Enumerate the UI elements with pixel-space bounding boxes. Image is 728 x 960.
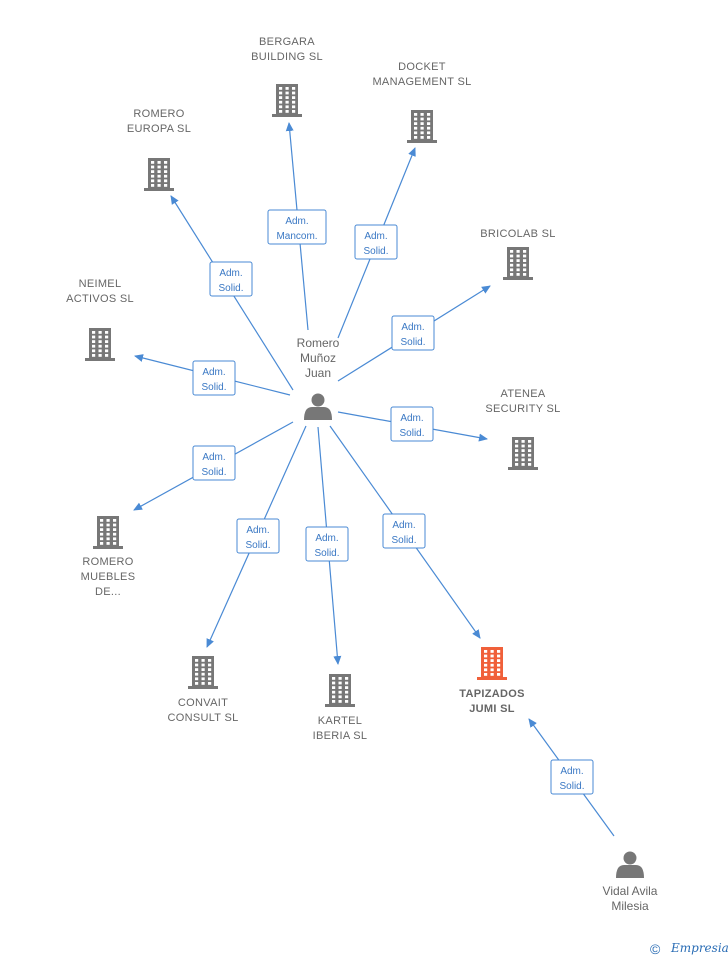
- role-text: Adm.: [364, 231, 387, 242]
- building-icon[interactable]: [85, 328, 115, 361]
- footer-brand: © Empresia: [650, 941, 728, 957]
- label-line: NEIMEL: [79, 278, 122, 290]
- role-badge-box: [192, 445, 236, 481]
- role-badge-box: [391, 315, 435, 351]
- role-text: Adm.: [401, 322, 424, 333]
- role-text: Adm.: [202, 367, 225, 378]
- company-label-docket: DOCKET MANAGEMENT SL: [372, 61, 471, 88]
- role-badge[interactable]: Adm. Solid.: [192, 360, 236, 396]
- label-line: ACTIVOS SL: [66, 293, 134, 305]
- label-line: DOCKET: [398, 61, 446, 73]
- building-icon[interactable]: [407, 110, 437, 143]
- person-icon[interactable]: [616, 851, 644, 879]
- company-label-tapizados: TAPIZADOS JUMI SL: [459, 688, 524, 715]
- role-badge-box: [209, 261, 253, 297]
- label-line: SECURITY SL: [485, 403, 560, 415]
- role-badge-box: [236, 518, 280, 554]
- label-line: DE...: [95, 586, 121, 598]
- company-label-bergara: BERGARA BUILDING SL: [251, 36, 323, 63]
- role-text: Mancom.: [276, 231, 317, 242]
- role-text: Solid.: [218, 283, 243, 294]
- role-badge[interactable]: Adm. Solid.: [209, 261, 253, 297]
- role-text: Adm.: [400, 413, 423, 424]
- role-text: Adm.: [246, 525, 269, 536]
- role-badge-box: [305, 526, 349, 562]
- label-line: ROMERO: [133, 108, 184, 120]
- company-label-romero-europa: ROMERO EUROPA SL: [127, 108, 191, 135]
- role-text: Solid.: [400, 337, 425, 348]
- role-text: Adm.: [285, 216, 308, 227]
- building-icon[interactable]: [188, 656, 218, 689]
- building-icon[interactable]: [477, 647, 507, 680]
- role-text: Solid.: [245, 540, 270, 551]
- label-line: CONSULT SL: [167, 712, 238, 724]
- role-badge[interactable]: Adm. Solid.: [550, 759, 594, 795]
- role-text: Adm.: [315, 533, 338, 544]
- building-icon[interactable]: [508, 437, 538, 470]
- role-badge-box: [354, 224, 398, 260]
- role-badge[interactable]: Adm. Solid.: [391, 315, 435, 351]
- label-line: EUROPA SL: [127, 123, 191, 135]
- role-text: Adm.: [219, 268, 242, 279]
- role-text: Adm.: [202, 452, 225, 463]
- building-icon[interactable]: [325, 674, 355, 707]
- copyright-symbol: ©: [650, 941, 661, 957]
- label-line: Milesia: [611, 899, 649, 913]
- role-text: Solid.: [559, 781, 584, 792]
- role-badge[interactable]: Adm. Solid.: [236, 518, 280, 554]
- label-line: Juan: [305, 366, 331, 380]
- label-line: ROMERO: [82, 556, 133, 568]
- label-line: JUMI SL: [469, 703, 515, 715]
- role-badge-box: [390, 406, 434, 442]
- building-icon[interactable]: [272, 84, 302, 117]
- label-line: BRICOLAB SL: [480, 228, 555, 240]
- role-badge[interactable]: Adm. Mancom.: [267, 209, 327, 245]
- company-label-neimel: NEIMEL ACTIVOS SL: [66, 278, 134, 305]
- company-label-bricolab: BRICOLAB SL: [480, 228, 555, 240]
- label-line: ATENEA: [501, 388, 546, 400]
- role-badge-box: [192, 360, 236, 396]
- label-line: MUEBLES: [81, 571, 136, 583]
- role-badge[interactable]: Adm. Solid.: [192, 445, 236, 481]
- building-icon[interactable]: [144, 158, 174, 191]
- building-icon[interactable]: [93, 516, 123, 549]
- label-line: KARTEL: [318, 715, 362, 727]
- role-text: Adm.: [392, 520, 415, 531]
- role-text: Adm.: [560, 766, 583, 777]
- label-line: TAPIZADOS: [459, 688, 524, 700]
- company-label-atenea: ATENEA SECURITY SL: [485, 388, 560, 415]
- role-badge-box: [382, 513, 426, 549]
- role-badge-box: [267, 209, 327, 245]
- role-badge[interactable]: Adm. Solid.: [354, 224, 398, 260]
- label-line: CONVAIT: [178, 697, 228, 709]
- label-line: IBERIA SL: [313, 730, 368, 742]
- company-label-kartel: KARTEL IBERIA SL: [313, 715, 368, 742]
- role-text: Solid.: [314, 548, 339, 559]
- company-label-convait: CONVAIT CONSULT SL: [167, 697, 238, 724]
- label-line: Vidal Avila: [603, 884, 658, 898]
- label-line: BERGARA: [259, 36, 315, 48]
- company-label-romero-muebles: ROMERO MUEBLES DE...: [81, 556, 136, 598]
- role-badge[interactable]: Adm. Solid.: [390, 406, 434, 442]
- building-icon[interactable]: [503, 247, 533, 280]
- role-text: Solid.: [201, 382, 226, 393]
- label-line: MANAGEMENT SL: [372, 76, 471, 88]
- role-badge-box: [550, 759, 594, 795]
- brand-logo: Empresia: [670, 941, 728, 955]
- role-text: Solid.: [201, 467, 226, 478]
- label-line: Muñoz: [300, 351, 336, 365]
- role-badge[interactable]: Adm. Solid.: [382, 513, 426, 549]
- role-text: Solid.: [399, 428, 424, 439]
- role-text: Solid.: [391, 535, 416, 546]
- label-line: Romero: [297, 336, 340, 350]
- role-text: Solid.: [363, 246, 388, 257]
- label-line: BUILDING SL: [251, 51, 323, 63]
- person-icon[interactable]: [304, 393, 332, 421]
- role-badge[interactable]: Adm. Solid.: [305, 526, 349, 562]
